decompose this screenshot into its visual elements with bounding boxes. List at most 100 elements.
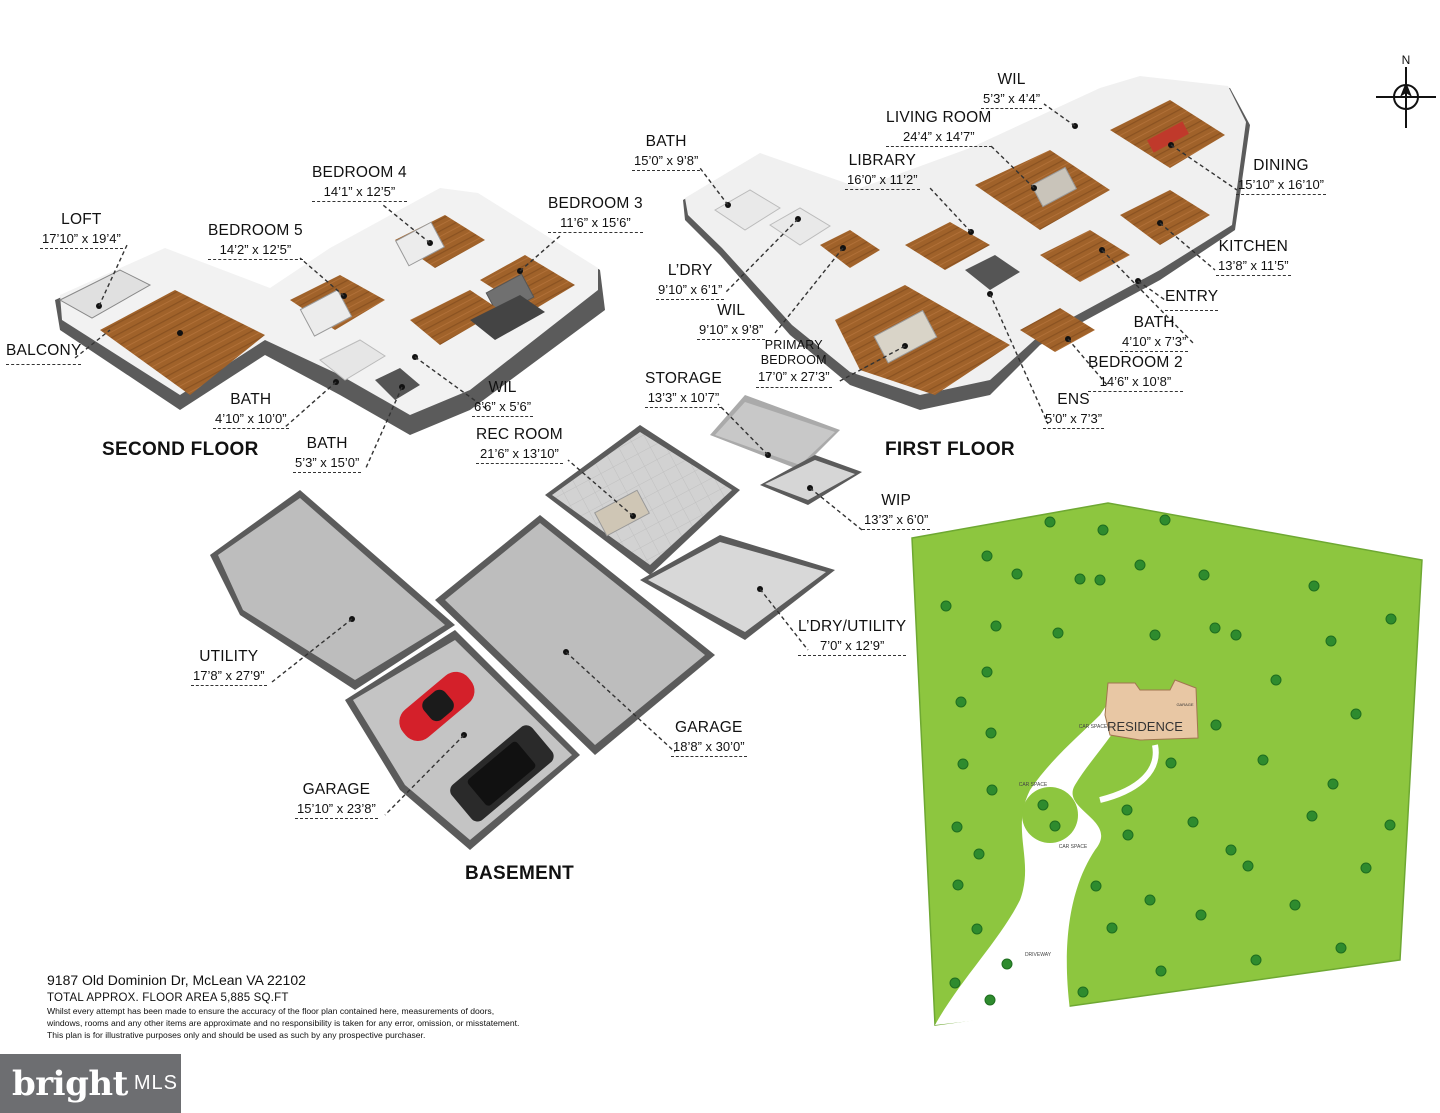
room-dims: 9’10” x 9’8”	[697, 321, 766, 341]
black-suv	[450, 725, 554, 822]
room-name: DINING	[1253, 157, 1309, 174]
garage-tag-label: GARAGE	[1176, 702, 1193, 707]
room-label-garage-1: GARAGE 18’8” x 30’0”	[671, 719, 747, 758]
room-name: LOFT	[61, 211, 102, 228]
room-dims: 15’10” x 23’8”	[295, 800, 378, 820]
room-label-ens: ENS 5’0” x 7’3”	[1043, 391, 1105, 430]
room-label-bath-entry: BATH 4’10” x 7’3”	[1120, 314, 1189, 353]
room-dims: 4’10” x 10’0”	[213, 410, 289, 430]
room-label-balcony: BALCONY	[6, 342, 82, 365]
second-floor-plan	[55, 188, 605, 435]
car-space-label-2: CAR SPACE	[1019, 782, 1048, 788]
room-label-bath-a: BATH 4’10” x 10’0”	[213, 391, 289, 430]
room-label-wil-second: WIL 6’6” x 5’6”	[472, 379, 534, 418]
residence-label: RESIDENCE	[1107, 719, 1183, 734]
room-dims: 9’10” x 6’1”	[656, 281, 725, 301]
room-name: WIL	[717, 302, 746, 319]
balcony-deck	[58, 269, 152, 319]
room-name-line-2: BEDROOM	[760, 353, 827, 367]
residence-footprint	[1104, 679, 1199, 741]
room-dims: 7’0” x 12’9”	[798, 637, 907, 657]
floor-title-basement: BASEMENT	[465, 863, 575, 884]
kitchen-floor	[1120, 190, 1210, 245]
driveway-label: DRIVEWAY	[1025, 952, 1052, 958]
room-dims: 13’3” x 10’7”	[645, 389, 722, 409]
room-name: BATH	[230, 391, 272, 408]
room-dims: 6’6” x 5’6”	[472, 398, 534, 418]
trees	[940, 514, 1397, 1006]
car-space-label-1: CAR SPACE	[1079, 724, 1108, 730]
room-label-rec-room: REC ROOM 21’6” x 13’10”	[476, 426, 563, 465]
room-name: REC ROOM	[476, 426, 563, 443]
room-dims: 4’10” x 7’3”	[1120, 333, 1189, 353]
logo-suffix-text: MLS	[133, 1072, 178, 1094]
car-space-label-3: CAR SPACE	[1059, 844, 1088, 850]
room-dims: 14’6” x 10’8”	[1088, 373, 1183, 393]
room-dims: 13’8” x 11’5”	[1216, 257, 1291, 277]
room-label-entry: ENTRY	[1165, 288, 1219, 311]
room-name: WIL	[488, 379, 517, 396]
room-dims: 13’3” x 6’0”	[862, 511, 931, 531]
room-label-bedroom2: BEDROOM 2 14’6” x 10’8”	[1088, 354, 1183, 393]
room-name: ENTRY	[1165, 288, 1219, 311]
compass-north-label: N	[1402, 53, 1411, 67]
first-floor-plan	[683, 76, 1250, 410]
room-label-bedroom4: BEDROOM 4 14’1” x 12’5”	[312, 164, 407, 203]
room-dims: 11’6” x 15’6”	[548, 214, 643, 234]
room-label-bedroom5: BEDROOM 5 14’2” x 12’5”	[208, 222, 303, 261]
room-dims: 18’8” x 30’0”	[671, 738, 747, 758]
room-name: L’DRY/UTILITY	[798, 618, 907, 635]
basement-plan	[210, 395, 862, 850]
room-dims: 16’0” x 11’2”	[845, 171, 920, 191]
room-name: BATH	[1133, 314, 1175, 331]
room-name: KITCHEN	[1218, 238, 1288, 255]
room-label-utility: UTILITY 17’8” x 27’9”	[191, 648, 267, 687]
room-dims: 24’4” x 14’7”	[886, 128, 992, 148]
bright-mls-logo: bright MLS	[0, 1054, 181, 1113]
room-dims: 5’3” x 15’0”	[293, 454, 362, 474]
room-name: WIP	[881, 492, 912, 509]
room-name: BEDROOM 3	[548, 195, 643, 212]
room-label-dining: DINING 15’10” x 16’10”	[1236, 157, 1326, 196]
room-name: BATH	[645, 133, 687, 150]
room-name: STORAGE	[645, 370, 722, 387]
room-name: BEDROOM 5	[208, 222, 303, 239]
room-name: LIBRARY	[848, 152, 917, 169]
disclaimer-line-2: windows, rooms and any other items are a…	[47, 1017, 520, 1028]
room-name: WIL	[997, 71, 1026, 88]
floor-title-first: FIRST FLOOR	[885, 439, 1015, 460]
room-label-bath-first: BATH 15’0” x 9’8”	[632, 133, 701, 172]
room-label-wil-living: WIL 5’3” x 4’4”	[981, 71, 1043, 110]
room-name: UTILITY	[199, 648, 259, 665]
total-floor-area: TOTAL APPROX. FLOOR AREA 5,885 SQ.FT	[47, 992, 289, 1004]
red-car	[399, 671, 475, 741]
room-dims: 5’3” x 4’4”	[981, 90, 1043, 110]
floor-title-second: SECOND FLOOR	[102, 439, 259, 460]
room-label-bedroom3: BEDROOM 3 11’6” x 15’6”	[548, 195, 643, 234]
room-dims: 17’0” x 27’3”	[756, 368, 832, 388]
room-label-garage-2: GARAGE 15’10” x 23’8”	[295, 781, 378, 820]
bedroom3-floor	[480, 255, 575, 312]
room-name: BEDROOM 4	[312, 164, 407, 181]
disclaimer-line-1: Whilst every attempt has been made to en…	[47, 1006, 495, 1016]
room-label-primary-bedroom: PRIMARY BEDROOM 17’0” x 27’3”	[756, 338, 832, 388]
room-label-wil-first: WIL 9’10” x 9’8”	[697, 302, 766, 341]
north-compass-icon	[1376, 67, 1436, 128]
room-dims: 14’1” x 12’5”	[312, 183, 407, 203]
room-dims: 15’10” x 16’10”	[1236, 176, 1326, 196]
room-dims: 17’10” x 19’4”	[40, 230, 123, 250]
room-dims: 15’0” x 9’8”	[632, 152, 701, 172]
room-name: GARAGE	[675, 719, 743, 736]
room-label-wip: WIP 13’3” x 6’0”	[862, 492, 931, 531]
room-label-kitchen: KITCHEN 13’8” x 11’5”	[1216, 238, 1291, 277]
room-dims: 14’2” x 12’5”	[208, 241, 303, 261]
room-label-library: LIBRARY 16’0” x 11’2”	[845, 152, 920, 191]
room-label-living-room: LIVING ROOM 24’4” x 14’7”	[886, 109, 992, 148]
property-address: 9187 Old Dominion Dr, McLean VA 22102	[47, 972, 306, 988]
room-dims: 21’6” x 13’10”	[476, 445, 563, 465]
room-name: BALCONY	[6, 342, 82, 365]
driveway	[935, 700, 1130, 1025]
footer-info: 9187 Old Dominion Dr, McLean VA 22102 TO…	[47, 972, 627, 1042]
room-label-bath-b: BATH 5’3” x 15’0”	[293, 435, 362, 474]
